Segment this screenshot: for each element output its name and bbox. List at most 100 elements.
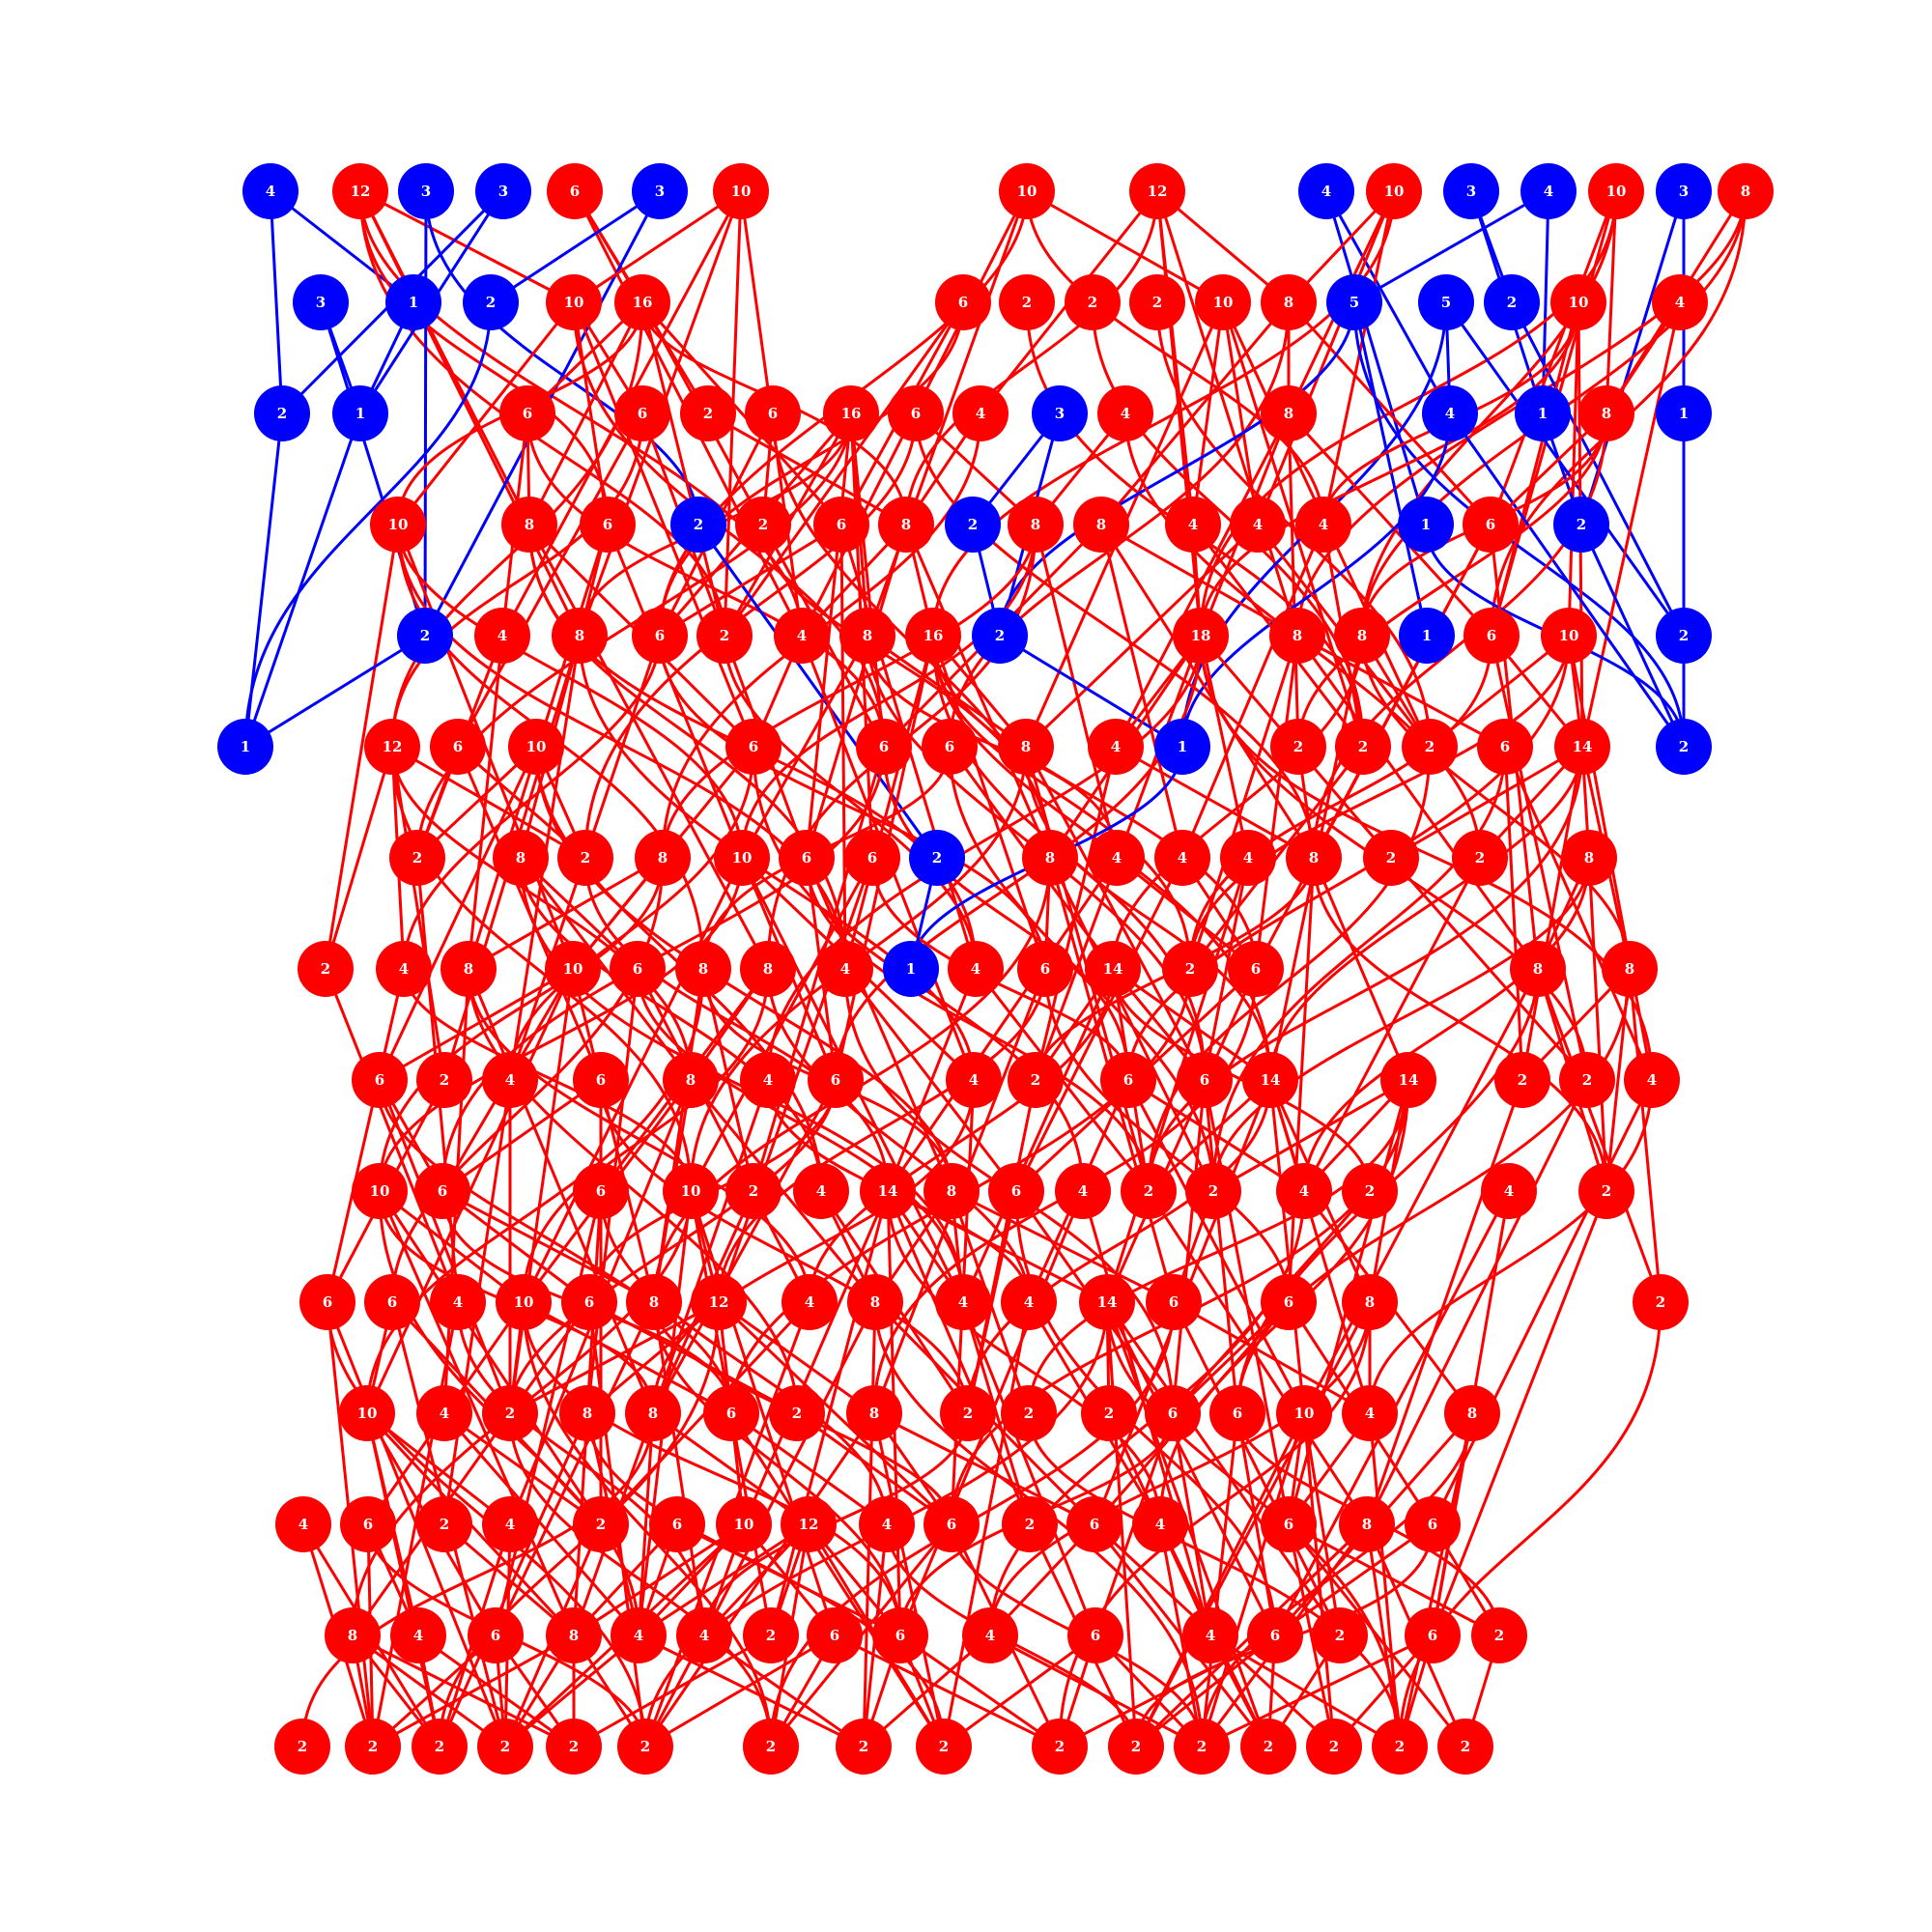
graph-node: 8 <box>846 1385 902 1441</box>
node-circle <box>352 1163 408 1219</box>
edge-308 <box>1203 857 1250 1081</box>
edge-412 <box>1368 1079 1654 1414</box>
graph-node: 6 <box>1066 1496 1122 1552</box>
node-circle <box>370 497 426 553</box>
node-label: 4 <box>298 1516 308 1533</box>
edge-33 <box>1324 190 1428 526</box>
edge-377 <box>441 1078 602 1193</box>
graph-node: 2 <box>1656 719 1712 775</box>
node-circle <box>440 941 497 997</box>
edge-39 <box>1256 190 1396 526</box>
node-label: 6 <box>1123 1071 1133 1089</box>
node-circle <box>676 1607 732 1663</box>
graph-node: 2 <box>546 1719 602 1775</box>
graph-node: 8 <box>1339 1496 1395 1552</box>
graph-node: 6 <box>1067 1607 1123 1663</box>
node-label: 8 <box>1584 849 1594 867</box>
node-circle <box>743 1607 799 1663</box>
node-circle <box>745 385 801 441</box>
edge-330 <box>379 967 574 1082</box>
node-circle <box>339 1385 395 1441</box>
node-circle <box>1032 1719 1088 1775</box>
node-label: 6 <box>945 738 954 755</box>
graph-node: 12 <box>781 1496 837 1552</box>
edge-596 <box>1274 1522 1434 1637</box>
graph-node: 6 <box>808 1052 864 1108</box>
node-circle <box>332 163 388 219</box>
node-label: 8 <box>947 1182 956 1200</box>
graph-node: 10 <box>1550 274 1606 330</box>
node-circle <box>412 1719 468 1775</box>
graph-node: 8 <box>325 1607 381 1663</box>
graph-node: 10 <box>545 941 601 997</box>
edge-121 <box>583 412 918 859</box>
graph-node: 1 <box>332 385 388 441</box>
node-label: 1 <box>355 405 365 422</box>
edge-131 <box>1287 412 1493 638</box>
node-label: 10 <box>681 1182 701 1200</box>
edge-313 <box>1312 857 1608 1192</box>
edge-292 <box>522 857 744 1303</box>
edge-604 <box>417 1634 575 1748</box>
graph-node: 2 <box>1471 1607 1527 1663</box>
node-label: 6 <box>603 516 612 533</box>
node-circle <box>1022 830 1078 886</box>
node-circle <box>714 830 770 886</box>
edge-286 <box>468 856 664 971</box>
edge-328 <box>571 968 656 1303</box>
graph-node: 6 <box>632 608 688 664</box>
edge-322 <box>326 968 406 1303</box>
edge-333 <box>636 968 811 1303</box>
node-label: 6 <box>1284 1293 1293 1311</box>
node-circle <box>1463 608 1520 664</box>
node-circle <box>1342 1385 1398 1441</box>
node-label: 4 <box>763 1071 773 1089</box>
edge-245 <box>378 746 538 1081</box>
node-circle <box>468 1607 524 1663</box>
node-circle <box>580 497 636 553</box>
node-circle <box>988 1163 1044 1219</box>
node-circle <box>546 1719 602 1775</box>
edge-553 <box>1398 1412 1474 1747</box>
graph-node: 6 <box>1146 1274 1202 1330</box>
graph-node: 2 <box>1633 1274 1689 1330</box>
node-circle <box>905 608 961 664</box>
graph-node: 2 <box>1494 1052 1550 1108</box>
graph-node: 2 <box>725 1163 781 1219</box>
node-circle <box>1129 163 1185 219</box>
node-label: 4 <box>1647 1071 1657 1089</box>
graph-node: 10 <box>714 830 770 886</box>
graph-node: 2 <box>389 830 445 886</box>
node-label: 8 <box>582 1405 592 1422</box>
graph-node: 10 <box>508 719 564 775</box>
edge-439 <box>769 1190 890 1636</box>
graph-node: 8 <box>625 1385 681 1441</box>
edge-253 <box>882 746 1130 1081</box>
graph-node: 2 <box>416 1052 472 1108</box>
edge-473 <box>652 1301 706 1636</box>
edge-591 <box>1287 1523 1467 1747</box>
edge-108 <box>390 412 644 748</box>
edge-263 <box>1115 745 1315 860</box>
node-circle <box>1220 830 1276 886</box>
graph-node: 2 <box>1342 1163 1398 1219</box>
node-label: 4 <box>1078 1182 1088 1200</box>
node-circle <box>1578 385 1634 441</box>
node-circle <box>546 274 602 330</box>
graph-node: 1 <box>883 941 939 997</box>
node-label: 4 <box>440 1405 449 1422</box>
node-circle <box>1510 941 1566 997</box>
node-label: 6 <box>584 1293 594 1311</box>
node-label: 8 <box>1625 960 1634 978</box>
edge-134 <box>1448 412 1686 748</box>
node-label: 2 <box>1329 1738 1339 1755</box>
graph-node: 8 <box>1578 385 1634 441</box>
node-label: 2 <box>1031 1071 1040 1089</box>
node-circle <box>1100 1052 1156 1108</box>
edge-219 <box>1295 635 1540 970</box>
node-circle <box>691 1274 747 1330</box>
edge-440 <box>951 1189 1175 1304</box>
edge-101 <box>243 412 284 748</box>
node-circle <box>1145 1385 1201 1441</box>
node-label: 2 <box>298 1738 307 1755</box>
